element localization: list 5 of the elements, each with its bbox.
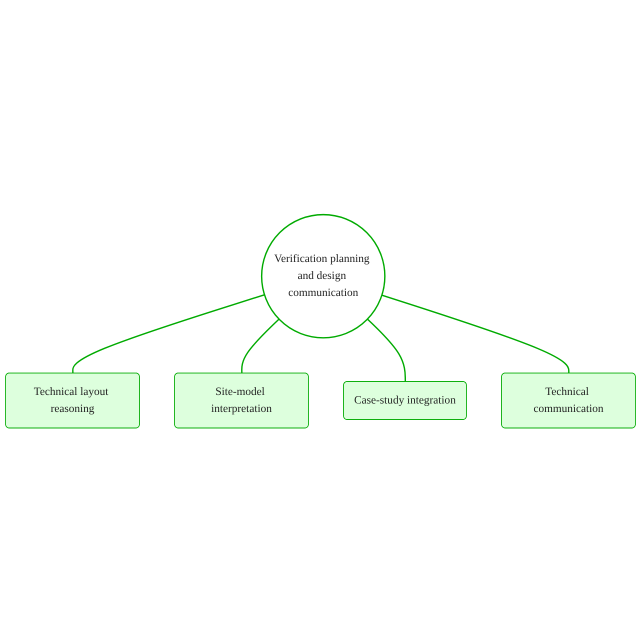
connector	[367, 318, 406, 382]
node-circle: Verification planning and design communication	[260, 214, 386, 339]
connector	[241, 318, 280, 374]
connector	[382, 294, 570, 374]
connector	[72, 294, 265, 374]
